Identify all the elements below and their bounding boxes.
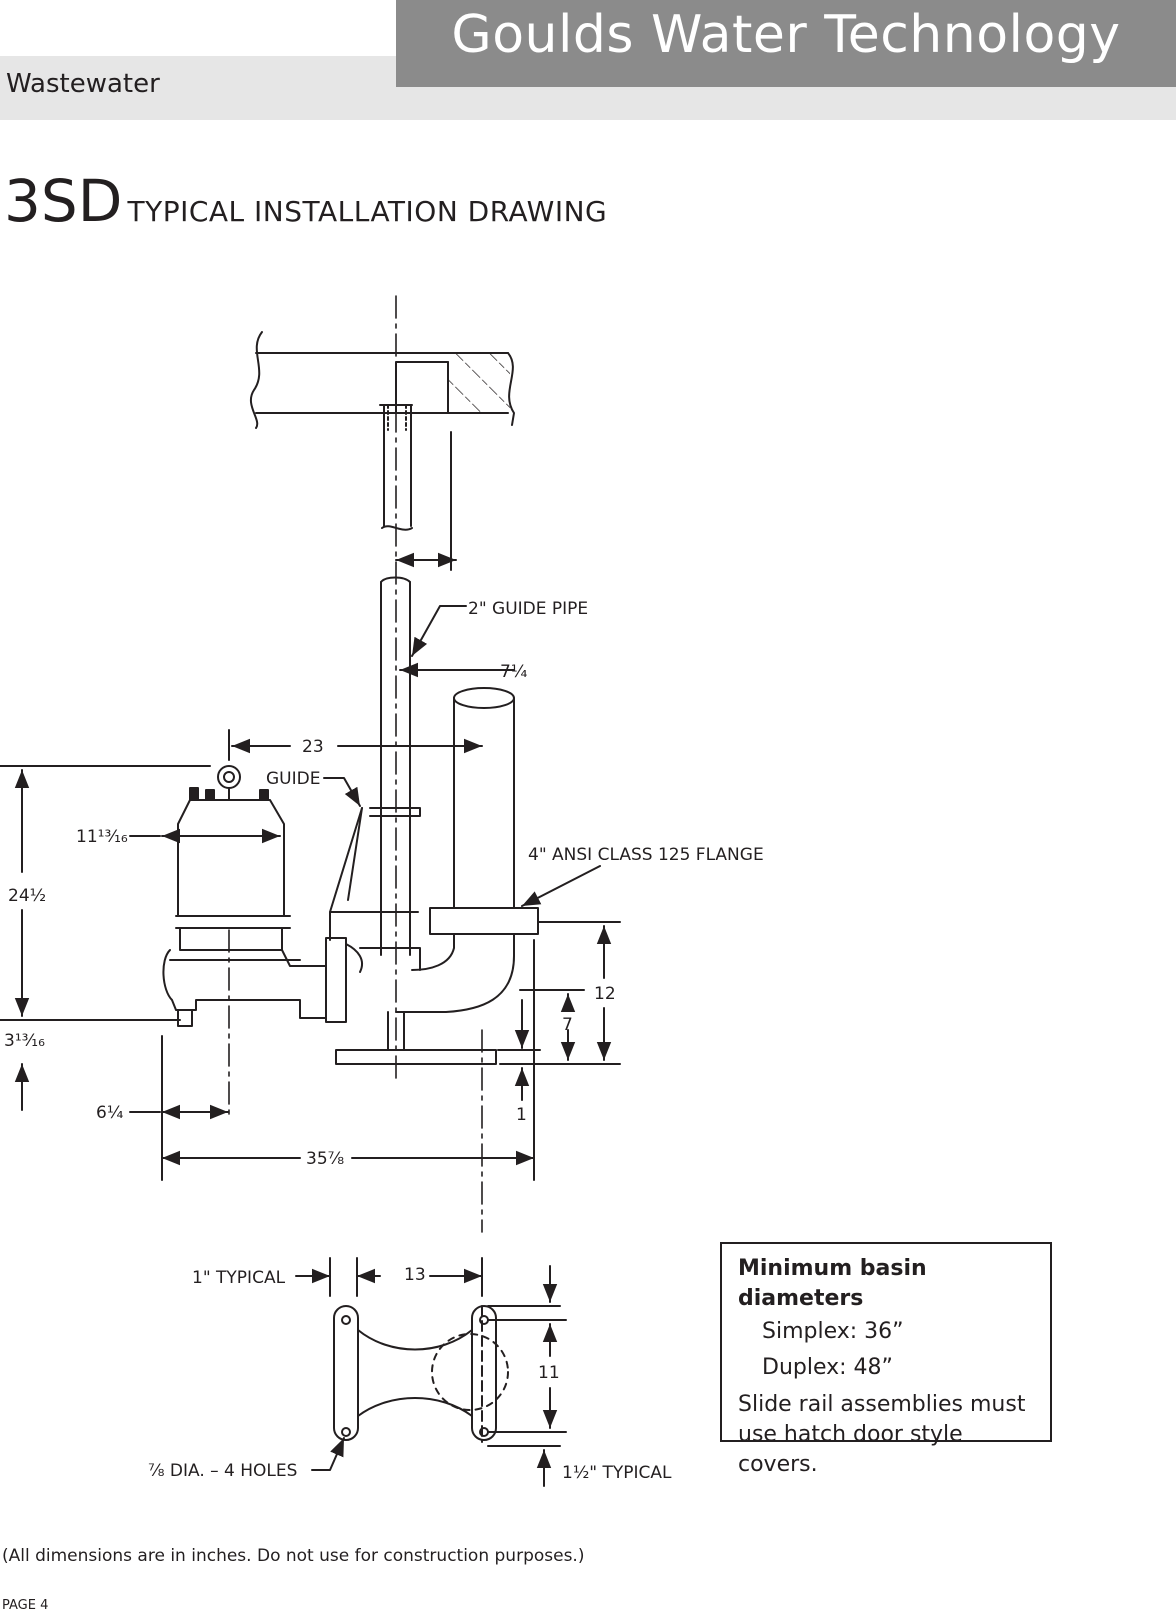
- label-11-13-16: 11¹³⁄₁₆: [76, 827, 128, 847]
- label-7-1-4: 7¼: [500, 662, 527, 682]
- footnote: (All dimensions are in inches. Do not us…: [2, 1546, 585, 1566]
- label-guide: GUIDE: [266, 769, 320, 789]
- label-one-inch-typical: 1" TYPICAL: [192, 1268, 286, 1288]
- base-plate: [335, 1049, 497, 1065]
- label-one-half-typical: 1½" TYPICAL: [562, 1463, 672, 1483]
- title-subtitle: TYPICAL INSTALLATION DRAWING: [127, 195, 608, 228]
- section-label: Wastewater: [6, 69, 160, 99]
- page-title: 3SD TYPICAL INSTALLATION DRAWING: [4, 170, 607, 232]
- label-23: 23: [302, 737, 324, 757]
- basin-info-box: Minimum basin diameters Simplex: 36” Dup…: [720, 1242, 1052, 1477]
- cover-slab: [249, 331, 515, 531]
- label-35-7-8: 35⅞: [306, 1149, 344, 1169]
- info-note: Slide rail assemblies must use hatch doo…: [738, 1392, 1026, 1477]
- model-number: 3SD: [4, 167, 123, 235]
- label-guide-pipe: 2" GUIDE PIPE: [468, 599, 588, 619]
- base-plan-view: [295, 1257, 567, 1487]
- info-simplex: Simplex: 36”: [762, 1319, 904, 1344]
- label-24-1-2: 24½: [8, 886, 46, 906]
- label-11: 11: [538, 1363, 560, 1383]
- info-heading: Minimum basin diameters: [738, 1256, 927, 1311]
- label-3-13-16: 3¹³⁄₁₆: [4, 1031, 45, 1051]
- label-1: 1: [516, 1105, 527, 1125]
- guide-pipe: [380, 576, 411, 956]
- pump: [162, 765, 364, 1027]
- label-flange: 4" ANSI CLASS 125 FLANGE: [528, 845, 764, 865]
- info-duplex: Duplex: 48”: [762, 1355, 893, 1380]
- label-6-1-4: 6¼: [96, 1103, 123, 1123]
- brand-bar: [396, 0, 1176, 87]
- label-holes: ⅞ DIA. – 4 HOLES: [148, 1461, 297, 1481]
- guide-bracket: [329, 807, 421, 941]
- label-7: 7: [562, 1015, 573, 1035]
- discharge-pipe: [359, 687, 539, 1013]
- brand-name: Goulds Water Technology: [451, 5, 1121, 65]
- label-12: 12: [594, 984, 616, 1004]
- label-13: 13: [404, 1265, 426, 1285]
- page-number: PAGE 4: [2, 1598, 49, 1613]
